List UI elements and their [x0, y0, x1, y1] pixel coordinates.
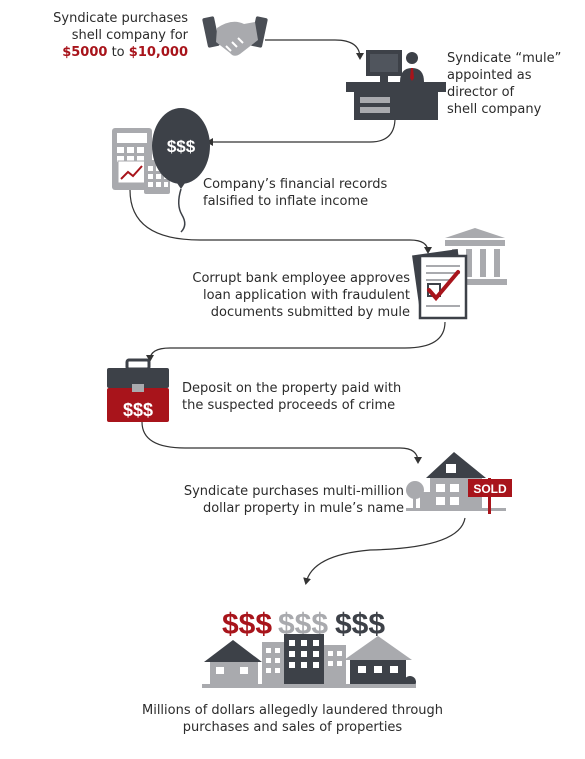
step-6-line-1: Syndicate purchases multi-million: [183, 484, 404, 499]
step-3-line-2: falsified to inflate income: [203, 194, 369, 209]
sold-sign-label: SOLD: [473, 482, 507, 496]
step-7-line-2: purchases and sales of properties: [182, 720, 403, 735]
amount-high: $10,000: [128, 45, 188, 60]
money-stack-icon: $$$ $$$ $$$: [222, 608, 385, 641]
connector-arrows: [129, 39, 466, 585]
handshake-icon: [202, 16, 268, 56]
step-1-text: Syndicate purchases shell company for $5…: [0, 10, 188, 61]
briefcase-icon: $$$: [107, 358, 169, 422]
step-5-text: Deposit on the property paid with the su…: [182, 380, 462, 414]
document-check-icon: [412, 249, 468, 320]
money-dark-label: $$$: [335, 608, 385, 641]
arrow-2: [206, 117, 396, 146]
arrow-5: [141, 421, 422, 464]
step-1-line-1: Syndicate purchases: [53, 11, 188, 26]
money-red-label: $$$: [222, 608, 272, 641]
amount-separator: to: [111, 45, 125, 60]
step-4-line-2: loan application with fraudulent: [202, 288, 410, 303]
step-2-text: Syndicate “mule” appointed as director o…: [447, 50, 582, 118]
arrow-6: [303, 517, 466, 585]
house-sold-icon: SOLD: [406, 452, 512, 514]
step-2-line-1: Syndicate “mule”: [447, 51, 562, 66]
step-4-line-1: Corrupt bank employee approves: [192, 271, 410, 286]
balloon-dollar-label: $$$: [167, 137, 196, 156]
step-7-text: Millions of dollars allegedly laundered …: [100, 702, 485, 736]
step-6-line-2: dollar property in mule’s name: [202, 501, 404, 516]
step-4-text: Corrupt bank employee approves loan appl…: [150, 270, 410, 321]
step-2-line-2: appointed as: [447, 68, 532, 83]
arrow-3: [129, 189, 432, 254]
arrow-4: [146, 321, 446, 362]
step-3-line-1: Company’s financial records: [203, 177, 388, 192]
step-2-line-4: shell company: [447, 102, 542, 117]
step-4-line-3: documents submitted by mule: [210, 305, 410, 320]
step-5-line-2: the suspected proceeds of crime: [182, 398, 396, 413]
step-5-line-1: Deposit on the property paid with: [182, 381, 402, 396]
property-skyline-icon: [202, 634, 416, 688]
calculator-icon: [112, 128, 170, 194]
arrow-1: [265, 39, 364, 60]
balloon-icon: $$$: [152, 108, 210, 233]
step-1-line-2: shell company for: [71, 28, 188, 43]
desk-person-icon: [346, 50, 446, 120]
step-3-text: Company’s financial records falsified to…: [203, 176, 433, 210]
step-6-text: Syndicate purchases multi-million dollar…: [144, 483, 404, 517]
briefcase-dollar-label: $$$: [123, 400, 153, 420]
step-7-line-1: Millions of dollars allegedly laundered …: [141, 703, 444, 718]
step-1-amount: $5000 to $10,000: [0, 44, 188, 61]
step-2-line-3: director of: [447, 85, 515, 100]
amount-low: $5000: [62, 45, 108, 60]
